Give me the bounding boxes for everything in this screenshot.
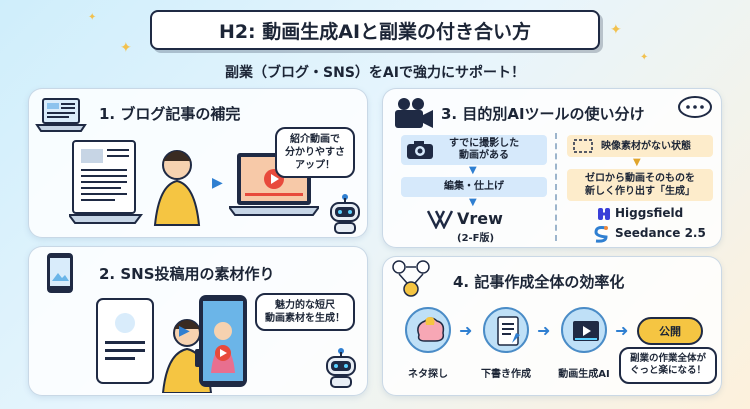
arrow-right-icon: ➜ (459, 321, 473, 340)
panel-efficiency-bubble-text: 副業の作業全体が ぐっと楽になる！ (629, 353, 706, 377)
sparkle-icon: ✦ (120, 40, 132, 56)
video-player-icon (573, 321, 599, 341)
workflow-icon (392, 260, 430, 297)
publish-button: 公開 (637, 317, 703, 345)
blog-writer-illustration (69, 140, 201, 226)
robot-icon (326, 348, 356, 388)
brain-icon (417, 317, 445, 342)
panel-blog-title: 1. ブログ記事の補完 (99, 105, 241, 123)
step-idea-label: ネタ探し (408, 369, 448, 380)
laptop-icon (35, 98, 87, 132)
sparkle-icon: ✦ (640, 52, 649, 63)
sparkle-icon: ✦ (88, 12, 97, 23)
arrow-down-icon: ▼ (633, 157, 641, 168)
arrow-right-icon: ▶ (179, 323, 190, 339)
panel-tools-title: 3. 目的別AIツールの使い分け (441, 105, 645, 123)
step-idea-circle (405, 307, 451, 353)
panel-blog-bubble: 紹介動画で 分かりやすさ アップ！ (275, 127, 355, 178)
panel-blog: 1. ブログ記事の補完 ▶ 紹介動画で 分かりやすさ アップ！ (28, 88, 368, 238)
tool-higgsfield: Higgsfield (615, 206, 684, 220)
page-title-text: H2: 動画生成AIと副業の付き合い方 (218, 20, 532, 43)
arrow-right-icon: ▶ (212, 175, 223, 191)
flow-edit-finish: 編集・仕上げ (401, 177, 547, 197)
arrow-right-icon: ➜ (537, 321, 551, 340)
panel-sns-bubble: 魅力的な短尺 動画素材を生成！ (255, 293, 355, 331)
page-subtitle: 副業（ブログ・SNS）をAIで強力にサポート！ (225, 65, 525, 81)
panel-sns: 2. SNS投稿用の素材作り ▶ 魅力的な短尺 動画素材を生成！ (28, 246, 368, 396)
seedance-logo-icon (594, 226, 608, 243)
panel-sns-bubble-text: 魅力的な短尺 動画素材を生成！ (265, 300, 345, 324)
video-camera-icon (395, 98, 433, 128)
panel-sns-title: 2. SNS投稿用の素材作り (99, 265, 275, 283)
arrow-down-icon: ▼ (469, 197, 477, 208)
arrow-right-icon: ➜ (615, 321, 629, 340)
arrow-down-icon: ▼ (469, 165, 477, 176)
tool-vrew: Vrew (457, 209, 503, 228)
robot-icon (330, 194, 360, 234)
flow-existing-footage-text: すでに撮影した 動画がある (449, 137, 520, 162)
flow-existing-footage: すでに撮影した 動画がある (401, 135, 547, 165)
flow-no-footage: 映像素材がない状態 (567, 135, 713, 157)
video-phone-illustration (199, 295, 247, 387)
panel-efficiency: 4. 記事作成全体の効率化 ネタ探し ➜ 下書き作成 ➜ 動画生成AI ➜ 公開 (382, 256, 722, 396)
panel-efficiency-title: 4. 記事作成全体の効率化 (453, 273, 625, 291)
smartphone-icon (47, 253, 73, 293)
flow-no-footage-text: 映像素材がない状態 (601, 140, 691, 152)
panel-tools: 3. 目的別AIツールの使い分け すでに撮影した 動画がある ▼ 編集・仕上げ … (382, 88, 722, 248)
tool-vrew-note: (2-F版) (457, 233, 495, 244)
higgsfield-logo-icon (598, 208, 610, 220)
divider (555, 133, 557, 241)
step-video-circle (561, 307, 607, 353)
step-video-label: 動画生成AI (558, 369, 610, 380)
panel-blog-bubble-text: 紹介動画で 分かりやすさ アップ！ (285, 134, 345, 171)
panel-efficiency-bubble: 副業の作業全体が ぐっと楽になる！ (619, 347, 717, 384)
vrew-logo-icon (427, 210, 453, 229)
publish-label: 公開 (659, 325, 681, 338)
empty-frame-icon (573, 139, 593, 153)
tool-seedance: Seedance 2.5 (615, 226, 706, 240)
step-draft-circle (483, 307, 529, 353)
document-icon (497, 316, 520, 346)
sparkle-icon: ✦ (610, 22, 622, 38)
thought-bubble-icon (678, 96, 712, 118)
step-draft-label: 下書き作成 (481, 369, 531, 380)
flow-generate-new: ゼロから動画そのものを 新しく作り出す「生成」 (567, 169, 713, 201)
camera-icon (407, 141, 433, 159)
page-title: H2: 動画生成AIと副業の付き合い方 (150, 10, 600, 50)
